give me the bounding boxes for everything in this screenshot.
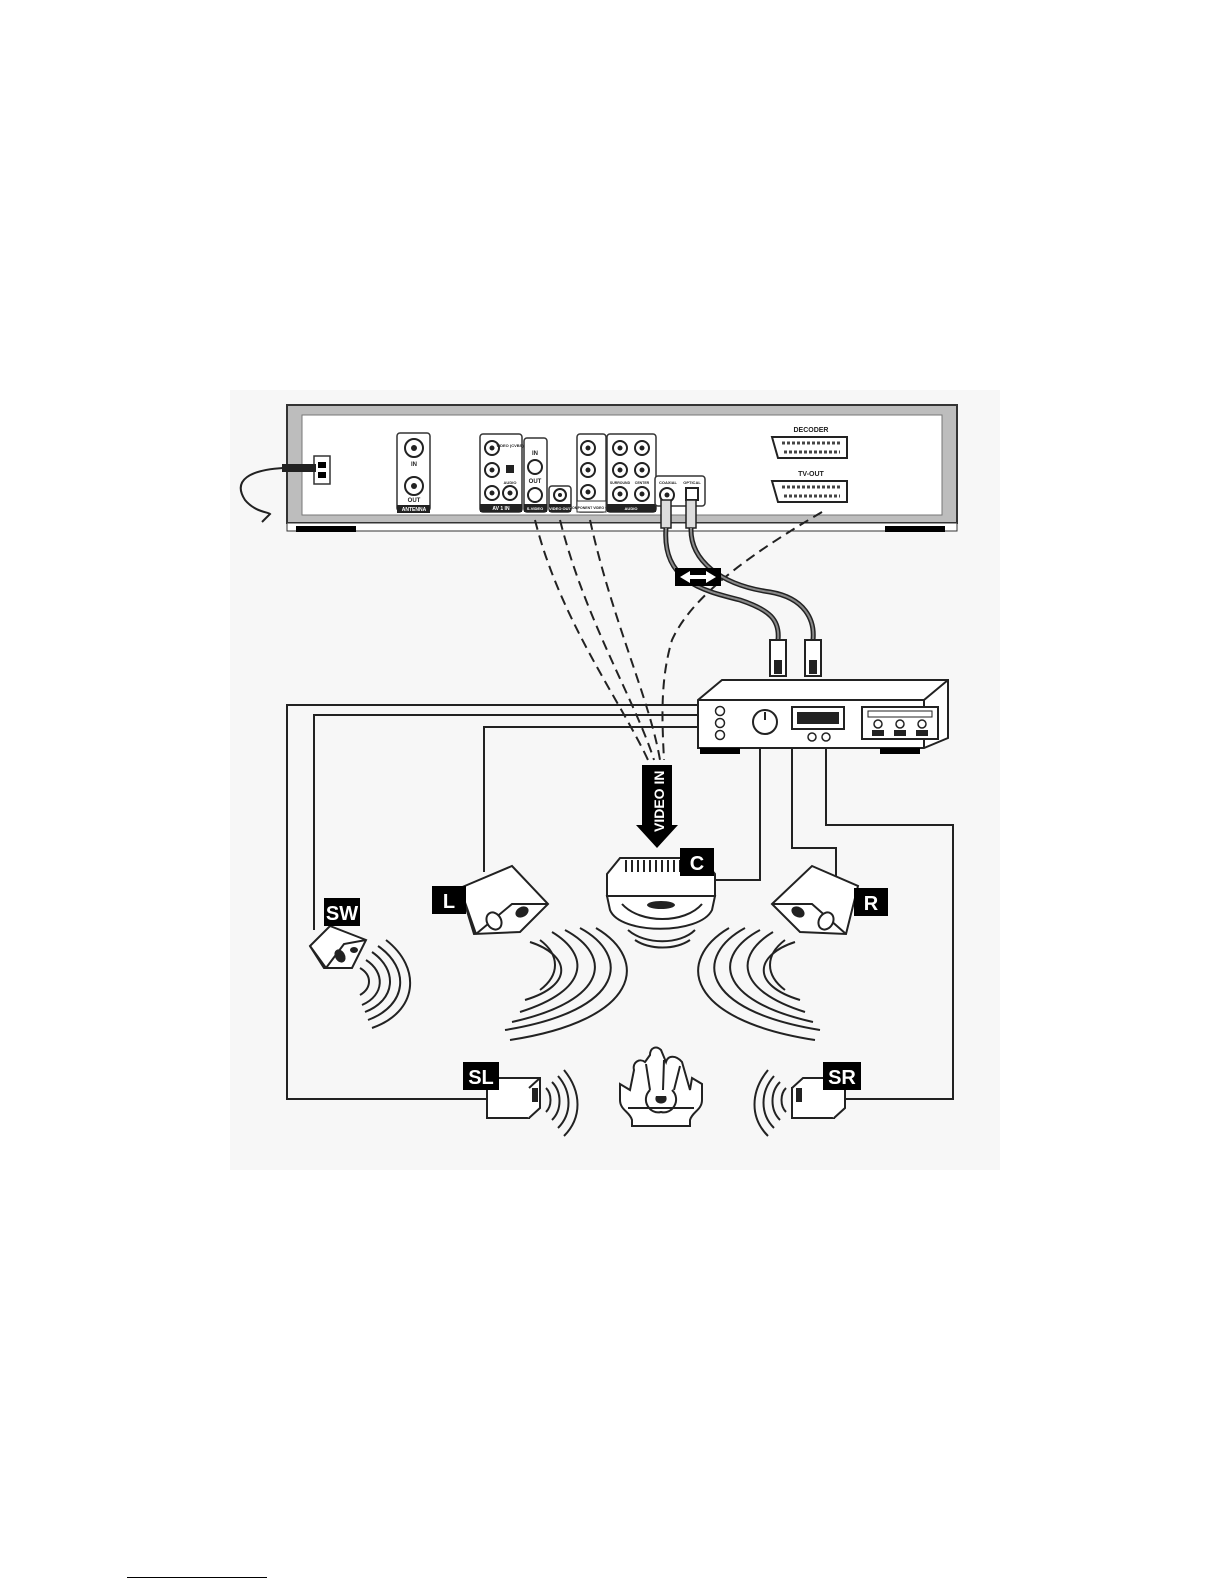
decoder-label: DECODER <box>793 427 828 434</box>
center-label: CENTER <box>635 481 650 485</box>
s-video-out-label: OUT <box>529 479 542 485</box>
av-video-label: VIDEO (CVBS) <box>496 443 524 448</box>
player-rear-panel: IN OUT ANTENNA VIDEO (CVBS) AUDIO AV 1 I… <box>241 405 957 532</box>
video-out-connector-group: VIDEO OUT <box>549 486 572 512</box>
coaxial-label: COAXIAL <box>659 480 678 485</box>
antenna-out-label: OUT <box>408 498 421 504</box>
subwoofer-label: SW <box>326 903 358 925</box>
left-speaker-label: L <box>443 891 455 913</box>
s-video-connector-group: IN OUT S-VIDEO <box>524 438 547 512</box>
right-speaker-label: R <box>864 893 879 915</box>
surround-label: SURROUND <box>610 481 631 485</box>
video-in-label: VIDEO IN <box>651 771 667 832</box>
av-receiver <box>698 680 948 754</box>
either-or-arrow <box>675 568 721 586</box>
antenna-label: ANTENNA <box>402 507 427 513</box>
surround-right-label: SR <box>828 1067 856 1089</box>
antenna-connector-group: IN OUT ANTENNA <box>397 433 430 513</box>
s-video-label: S-VIDEO <box>527 506 543 511</box>
tv-out-label: TV-OUT <box>798 471 824 478</box>
video-out-label: VIDEO OUT <box>549 506 572 511</box>
av-audio-label: AUDIO <box>504 480 517 485</box>
audio-label: AUDIO <box>625 506 638 511</box>
av-in-connector-group: VIDEO (CVBS) AUDIO AV 1 IN <box>480 434 524 512</box>
antenna-in-label: IN <box>411 462 417 468</box>
s-video-in-label: IN <box>532 451 538 457</box>
surround-left-label: SL <box>468 1067 494 1089</box>
av-in-label: AV 1 IN <box>492 506 510 512</box>
footnote-rule <box>127 1577 267 1578</box>
center-speaker-label: C <box>690 853 704 875</box>
audio-out-connector-group: SURROUND CENTER AUDIO <box>607 434 656 512</box>
optical-label: OPTICAL <box>683 480 701 485</box>
